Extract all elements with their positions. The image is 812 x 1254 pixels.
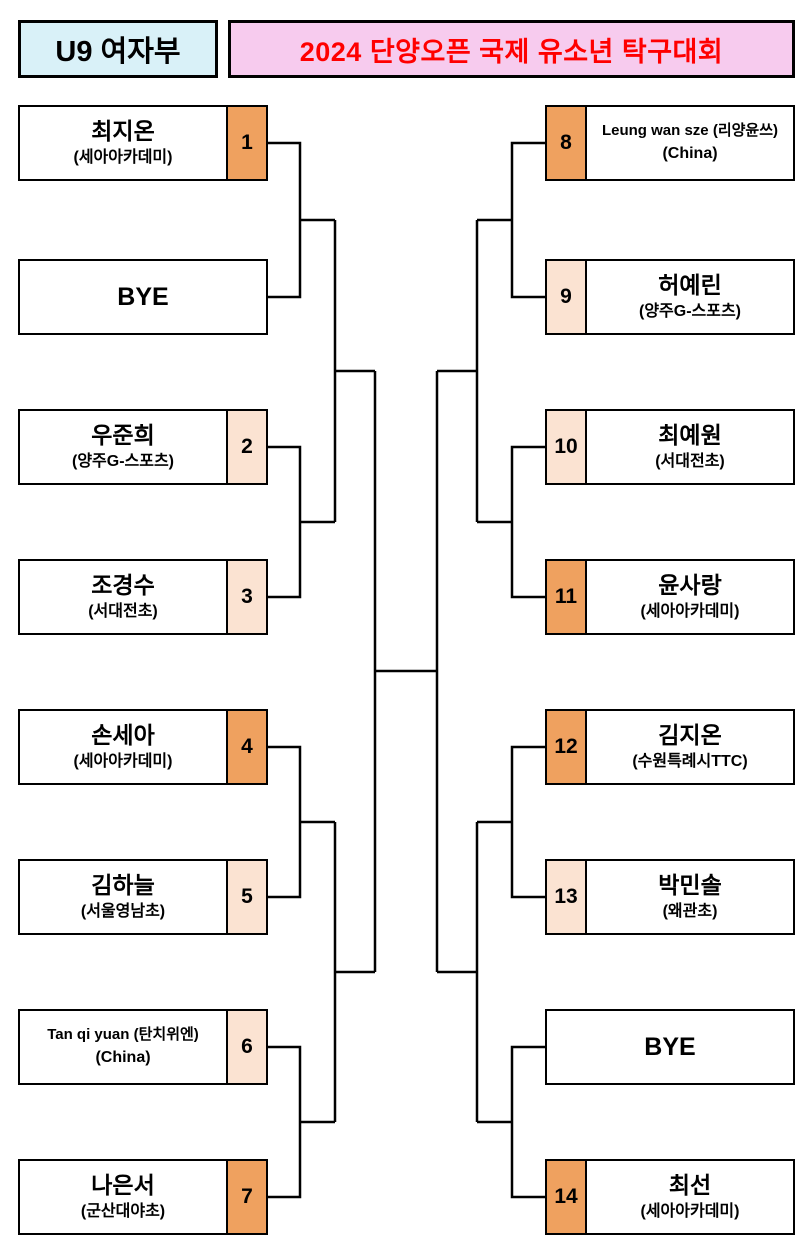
bracket-entry-right-10: 10 최예원 (서대전초) xyxy=(545,409,795,485)
player-affiliation: (세아아카데미) xyxy=(640,1203,740,1221)
player-name: 최선 xyxy=(668,1172,712,1199)
player-name: 최예원 xyxy=(658,422,722,449)
seed-number: 1 xyxy=(226,107,266,179)
player-info: 최선 (세아아카데미) xyxy=(587,1161,793,1233)
bracket-entry-right-14: 14 최선 (세아아카데미) xyxy=(545,1159,795,1235)
seed-number: 11 xyxy=(547,561,587,633)
player-name: 손세아 xyxy=(91,722,155,749)
player-info: 최예원 (서대전초) xyxy=(587,411,793,483)
player-affiliation: (China) xyxy=(662,144,718,162)
player-info: Leung wan sze (리양윤쓰) (China) xyxy=(587,107,793,179)
player-info: Tan qi yuan (탄치위엔) (China) xyxy=(20,1011,226,1083)
player-info: 손세아 (세아아카데미) xyxy=(20,711,226,783)
bracket-entry-left-6: Tan qi yuan (탄치위엔) (China) 6 xyxy=(18,1009,268,1085)
player-name: Tan qi yuan (탄치위엔) xyxy=(47,1026,199,1044)
division-label: U9 여자부 xyxy=(18,20,218,78)
player-affiliation: (양주G-스포츠) xyxy=(638,303,742,321)
seed-number: 8 xyxy=(547,107,587,179)
bracket-entry-left-4: 손세아 (세아아카데미) 4 xyxy=(18,709,268,785)
player-affiliation: (군산대야초) xyxy=(80,1203,166,1221)
seed-number: 13 xyxy=(547,861,587,933)
player-affiliation: (세아아카데미) xyxy=(73,149,173,167)
player-name: Leung wan sze (리양윤쓰) xyxy=(601,122,779,140)
player-name: 우준희 xyxy=(91,422,155,449)
seed-number: 10 xyxy=(547,411,587,483)
bracket-entry-right-9: 9 허예린 (양주G-스포츠) xyxy=(545,259,795,335)
player-name: 김하늘 xyxy=(91,872,155,899)
player-info: 허예린 (양주G-스포츠) xyxy=(587,261,793,333)
bracket-entry-right-11: 11 윤사랑 (세아아카데미) xyxy=(545,559,795,635)
player-info: 김지온 (수원특례시TTC) xyxy=(587,711,793,783)
bracket-entry-left-3: 조경수 (서대전초) 3 xyxy=(18,559,268,635)
seed-number: 4 xyxy=(226,711,266,783)
player-info: 조경수 (서대전초) xyxy=(20,561,226,633)
player-name: 박민솔 xyxy=(658,872,722,899)
player-info: 우준희 (양주G-스포츠) xyxy=(20,411,226,483)
player-info: 윤사랑 (세아아카데미) xyxy=(587,561,793,633)
player-info: 나은서 (군산대야초) xyxy=(20,1161,226,1233)
player-name: 조경수 xyxy=(91,572,155,599)
seed-number: 9 xyxy=(547,261,587,333)
seed-number: 5 xyxy=(226,861,266,933)
player-affiliation: (서대전초) xyxy=(655,453,725,471)
seed-number: 7 xyxy=(226,1161,266,1233)
player-info: 최지온 (세아아카데미) xyxy=(20,107,226,179)
bracket-entry-left-7: 나은서 (군산대야초) 7 xyxy=(18,1159,268,1235)
player-name: 윤사랑 xyxy=(658,572,722,599)
bracket-entry-left-5: 김하늘 (서울영남초) 5 xyxy=(18,859,268,935)
bracket-entry-right-bye: BYE xyxy=(545,1009,795,1085)
bracket-entry-right-12: 12 김지온 (수원특례시TTC) xyxy=(545,709,795,785)
bye-label: BYE xyxy=(644,1032,696,1061)
seed-number: 2 xyxy=(226,411,266,483)
seed-number: 3 xyxy=(226,561,266,633)
player-name: 김지온 xyxy=(658,722,722,749)
player-affiliation: (수원특례시TTC) xyxy=(632,753,748,771)
player-affiliation: (세아아카데미) xyxy=(640,603,740,621)
player-affiliation: (China) xyxy=(95,1048,151,1066)
player-info: 김하늘 (서울영남초) xyxy=(20,861,226,933)
bracket-entry-left-1: 최지온 (세아아카데미) 1 xyxy=(18,105,268,181)
seed-number: 14 xyxy=(547,1161,587,1233)
bracket-entry-left-bye: BYE xyxy=(18,259,268,335)
seed-number: 12 xyxy=(547,711,587,783)
bracket-entry-right-8: 8 Leung wan sze (리양윤쓰) (China) xyxy=(545,105,795,181)
bracket-entry-right-13: 13 박민솔 (왜관초) xyxy=(545,859,795,935)
seed-number: 6 xyxy=(226,1011,266,1083)
bye-label: BYE xyxy=(117,282,169,311)
player-affiliation: (서울영남초) xyxy=(80,903,166,921)
player-affiliation: (양주G-스포츠) xyxy=(71,453,175,471)
player-name: 최지온 xyxy=(91,118,155,145)
player-affiliation: (왜관초) xyxy=(662,903,718,921)
tournament-title: 2024 단양오픈 국제 유소년 탁구대회 xyxy=(228,20,795,78)
player-affiliation: (세아아카데미) xyxy=(73,753,173,771)
player-affiliation: (서대전초) xyxy=(88,603,158,621)
player-name: 나은서 xyxy=(91,1172,155,1199)
bracket-entry-left-2: 우준희 (양주G-스포츠) 2 xyxy=(18,409,268,485)
player-name: 허예린 xyxy=(658,272,722,299)
player-info: 박민솔 (왜관초) xyxy=(587,861,793,933)
